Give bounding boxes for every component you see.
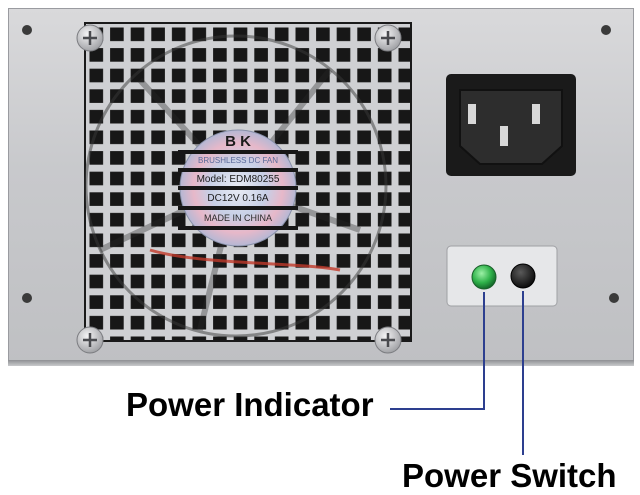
fan-label-line4: MADE IN CHINA xyxy=(204,213,272,223)
screw-icon xyxy=(374,24,402,52)
fan-label: B K BRUSHLESS DC FAN Model: EDM80255 DC1… xyxy=(178,129,298,247)
led-icon xyxy=(471,264,497,290)
mounting-holes xyxy=(22,25,619,303)
switch-icon[interactable] xyxy=(510,263,536,289)
power-switch-label: Power Switch xyxy=(402,457,617,494)
fan-label-line1: BRUSHLESS DC FAN xyxy=(198,156,278,165)
psu-bottom-edge xyxy=(8,360,634,366)
screw-icon xyxy=(374,326,402,354)
screw-icon xyxy=(76,24,104,52)
screw-icon xyxy=(76,326,104,354)
indicator-callout-line xyxy=(390,292,485,410)
fan-label-line2: Model: EDM80255 xyxy=(197,174,280,185)
fan-label-line3: DC12V 0.16A xyxy=(207,193,268,204)
switch-plate xyxy=(446,245,558,307)
svg-text:B K: B K xyxy=(225,133,251,150)
power-indicator-label: Power Indicator xyxy=(126,386,374,423)
power-socket-icon xyxy=(446,74,576,176)
